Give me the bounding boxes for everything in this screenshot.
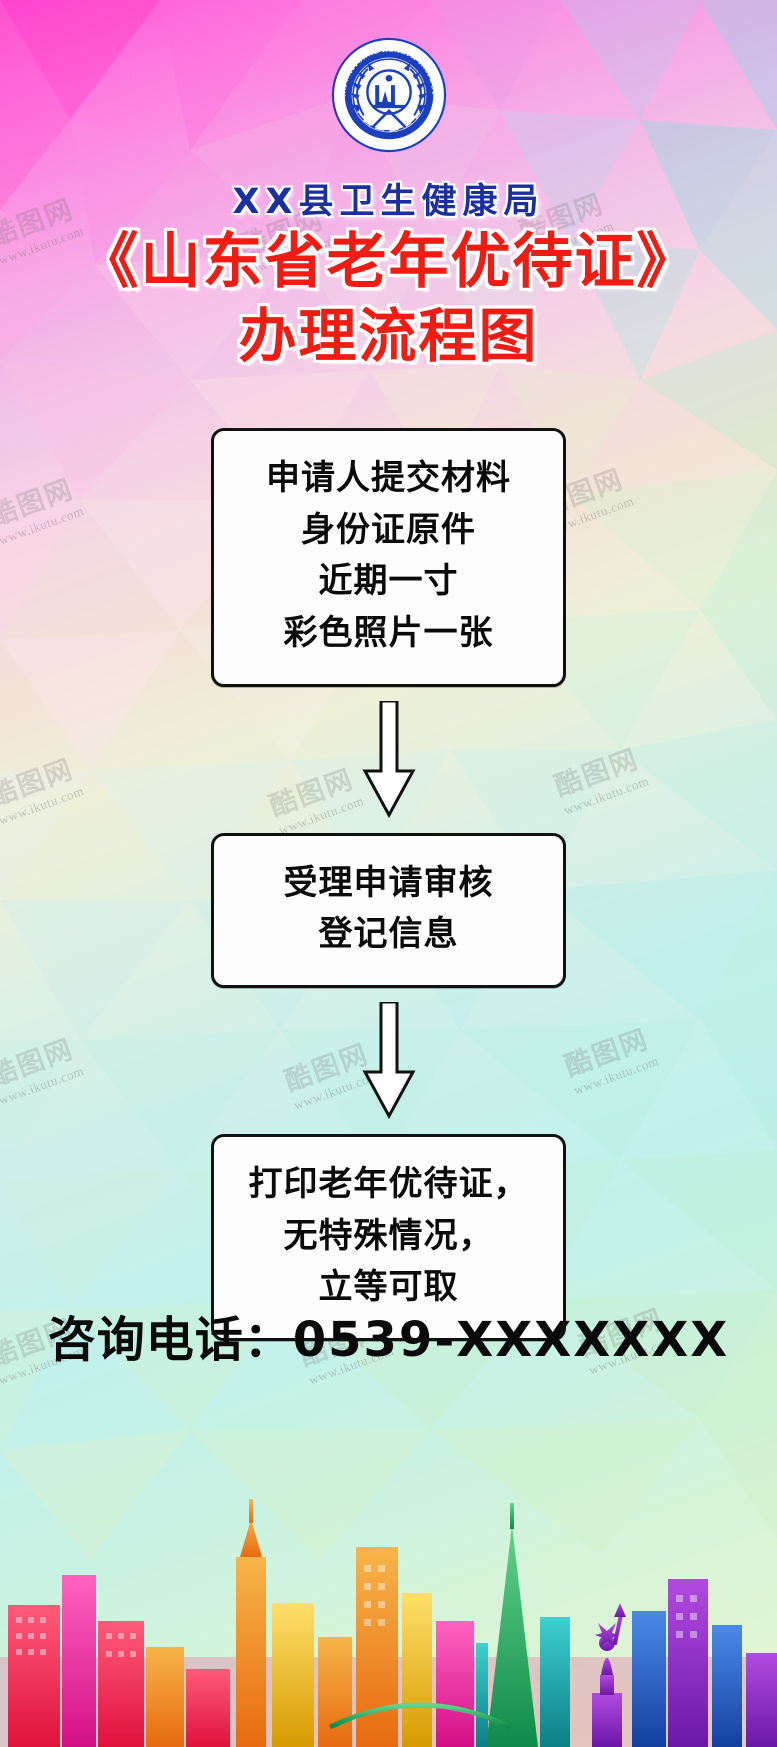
contact-phone-number: 0539-XXXXXXX xyxy=(292,1312,730,1368)
flow-step-2: 受理申请审核 登记信息 xyxy=(211,832,566,989)
title-line-1: 《山东省老年优待证》 xyxy=(78,227,699,297)
title-line-2: 办理流程图 xyxy=(238,302,539,370)
flow-step-2-line-2: 登记信息 xyxy=(318,914,459,955)
flow-step-3-line-3: 立等可取 xyxy=(318,1267,459,1308)
flow-step-1-line-4: 彩色照片一张 xyxy=(283,613,494,654)
flow-step-2-line-1: 受理申请审核 xyxy=(283,862,494,903)
flow-step-3-line-2: 无特殊情况， xyxy=(283,1215,494,1256)
flow-step-3: 打印老年优待证， 无特殊情况， 立等可取 xyxy=(211,1134,566,1342)
flow-step-1: 申请人提交材料 身份证原件 近期一寸 彩色照片一张 xyxy=(211,428,566,687)
poster-title: 《山东省老年优待证》 办理流程图 xyxy=(0,228,777,370)
china-health-inspection-emblem-icon: CHINA NATIONAL HEALTH INSPECTION 中国卫生监督 xyxy=(326,30,448,154)
down-arrow-icon-2 xyxy=(361,1002,417,1120)
contact-phone-label: 咨询电话： xyxy=(47,1312,293,1368)
organization-name: XX县卫生健康局 xyxy=(232,182,545,222)
flow-step-3-line-1: 打印老年优待证， xyxy=(248,1164,529,1205)
flow-step-1-line-1: 申请人提交材料 xyxy=(266,458,511,498)
city-skyline-silhouette-icon xyxy=(0,1407,777,1747)
poster-header: CHINA NATIONAL HEALTH INSPECTION 中国卫生监督 xyxy=(0,0,777,224)
flow-step-1-line-2: 身份证原件 xyxy=(301,509,476,550)
flowchart: 申请人提交材料 身份证原件 近期一寸 彩色照片一张 受理申请审核 登记信息 打印… xyxy=(0,428,777,1342)
contact-phone: 咨询电话：0539-XXXXXXX xyxy=(0,1300,777,1370)
flow-step-1-line-3: 近期一寸 xyxy=(318,561,459,602)
down-arrow-icon-1 xyxy=(361,700,417,819)
